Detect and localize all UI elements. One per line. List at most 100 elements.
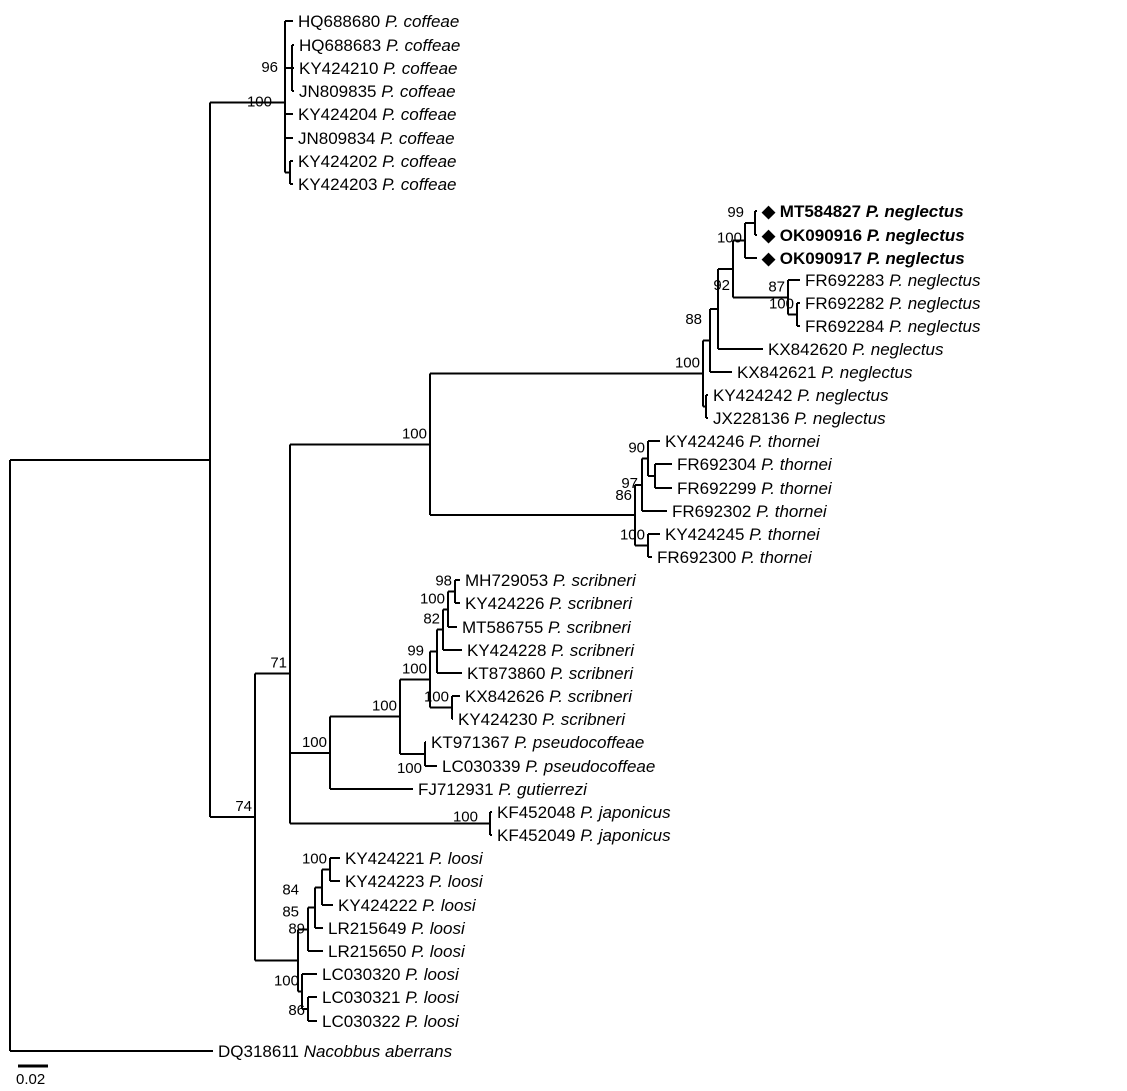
species-name: P. loosi — [405, 965, 460, 984]
taxon-label: KX842620 P. neglectus — [768, 340, 944, 359]
accession-number: KY424202 — [298, 152, 382, 171]
taxon-label: KY424226 P. scribneri — [465, 594, 633, 613]
bootstrap-value: 71 — [270, 655, 287, 672]
species-name: P. neglectus — [867, 226, 965, 245]
accession-number: KT873860 — [467, 664, 550, 683]
bootstrap-value: 100 — [453, 809, 478, 826]
bootstrap-value: 86 — [288, 1002, 305, 1019]
bootstrap-value: 92 — [713, 277, 730, 294]
species-name: P. neglectus — [867, 249, 965, 268]
accession-number: KY424203 — [298, 175, 382, 194]
accession-number: KY424245 — [665, 525, 749, 544]
taxon-label: JX228136 P. neglectus — [713, 409, 886, 428]
bootstrap-value: 100 — [402, 660, 427, 677]
species-name: P. loosi — [429, 849, 484, 868]
accession-number: KF452048 — [497, 803, 580, 822]
species-name: P. coffeae — [386, 36, 460, 55]
accession-number: KY424221 — [345, 849, 429, 868]
species-name: P. japonicus — [580, 826, 671, 845]
bootstrap-value: 100 — [717, 230, 742, 247]
taxon-label: KY424202 P. coffeae — [298, 152, 457, 171]
species-name: P. pseudocoffeae — [514, 733, 644, 752]
species-name: P. coffeae — [385, 12, 459, 31]
species-name: P. scribneri — [548, 618, 632, 637]
bootstrap-value: 84 — [282, 881, 299, 898]
bootstrap-value: 100 — [675, 354, 700, 371]
accession-number: KY424228 — [467, 641, 551, 660]
species-name: P. loosi — [405, 1012, 460, 1031]
accession-number: KY424223 — [345, 872, 429, 891]
species-name: P. coffeae — [382, 152, 456, 171]
species-name: P. scribneri — [542, 710, 626, 729]
taxon-label: HQ688683 P. coffeae — [299, 36, 460, 55]
bootstrap-value: 99 — [727, 204, 744, 221]
accession-number: LC030321 — [322, 988, 405, 1007]
accession-number: FR692304 — [677, 455, 761, 474]
species-name: P. loosi — [429, 872, 484, 891]
species-name: P. neglectus — [889, 294, 981, 313]
taxon-label: FR692302 P. thornei — [672, 502, 828, 521]
accession-number: JX228136 — [713, 409, 794, 428]
accession-number: KY424242 — [713, 386, 797, 405]
taxon-label: FR692299 P. thornei — [677, 479, 833, 498]
bootstrap-value: 100 — [769, 296, 794, 313]
species-name: P. coffeae — [382, 175, 456, 194]
species-name: P. loosi — [422, 896, 477, 915]
taxon-label: KT971367 P. pseudocoffeae — [431, 733, 644, 752]
species-name: P. thornei — [749, 432, 821, 451]
taxon-label: LR215650 P. loosi — [328, 942, 466, 961]
species-name: P. thornei — [761, 479, 833, 498]
accession-number: KY424226 — [465, 594, 549, 613]
accession-number: MH729053 — [465, 571, 553, 590]
taxon-label: FR692304 P. thornei — [677, 455, 833, 474]
taxon-label: KX842626 P. scribneri — [465, 687, 633, 706]
accession-number: JN809835 — [299, 82, 381, 101]
accession-number: KY424210 — [299, 59, 383, 78]
species-name: P. coffeae — [380, 129, 454, 148]
bootstrap-value: 99 — [407, 642, 424, 659]
bootstrap-value: 86 — [615, 487, 632, 504]
bootstrap-value: 82 — [423, 611, 440, 628]
species-name: P. thornei — [741, 548, 813, 567]
taxon-label: FR692283 P. neglectus — [805, 271, 981, 290]
species-name: P. coffeae — [383, 59, 457, 78]
bootstrap-value: 100 — [420, 590, 445, 607]
taxon-label: KT873860 P. scribneri — [467, 664, 634, 683]
accession-number: DQ318611 — [218, 1042, 304, 1061]
bootstrap-value: 98 — [435, 573, 452, 590]
taxon-label: FR692300 P. thornei — [657, 548, 813, 567]
species-name: P. neglectus — [852, 340, 944, 359]
taxon-label: KY424223 P. loosi — [345, 872, 484, 891]
bootstrap-value: 100 — [397, 760, 422, 777]
bootstrap-value: 100 — [302, 734, 327, 751]
taxon-label: JN809834 P. coffeae — [298, 129, 455, 148]
taxon-label: KF452048 P. japonicus — [497, 803, 671, 822]
taxon-label: MH729053 P. scribneri — [465, 571, 637, 590]
bootstrap-value: 100 — [620, 527, 645, 544]
accession-number: KX842620 — [768, 340, 852, 359]
accession-number: LR215649 — [328, 919, 411, 938]
species-name: P. japonicus — [580, 803, 671, 822]
accession-number: LC030320 — [322, 965, 405, 984]
diamond-icon: ◆ — [761, 202, 780, 221]
scale-bar-label: 0.02 — [16, 1071, 45, 1088]
accession-number: KF452049 — [497, 826, 580, 845]
taxon-label: KY424245 P. thornei — [665, 525, 821, 544]
species-name: P. gutierrezi — [498, 780, 588, 799]
species-name: P. loosi — [411, 942, 466, 961]
species-name: P. thornei — [761, 455, 833, 474]
accession-number: KX842626 — [465, 687, 549, 706]
species-name: P. neglectus — [889, 271, 981, 290]
taxon-label: LC030321 P. loosi — [322, 988, 460, 1007]
species-name: P. neglectus — [866, 202, 964, 221]
species-name: P. loosi — [405, 988, 460, 1007]
accession-number: FR692302 — [672, 502, 756, 521]
taxon-label: LC030322 P. loosi — [322, 1012, 460, 1031]
accession-number: OK090917 — [780, 249, 867, 268]
taxon-label: KF452049 P. japonicus — [497, 826, 671, 845]
accession-number: KY424246 — [665, 432, 749, 451]
accession-number: FR692283 — [805, 271, 889, 290]
accession-number: HQ688683 — [299, 36, 386, 55]
